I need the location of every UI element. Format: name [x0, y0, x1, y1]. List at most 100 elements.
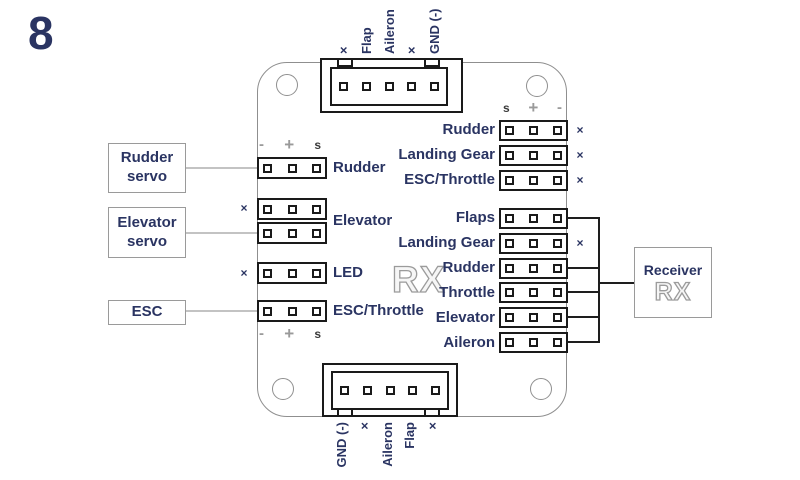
port-label-esc-throttle: ESC/Throttle: [333, 302, 424, 319]
bottom-pin-label: Flap: [402, 422, 417, 449]
pin-square: [505, 214, 514, 223]
wire-rudder: [567, 267, 600, 269]
top-pin-label: Aileron: [382, 9, 397, 54]
receiver-label: Receiver: [643, 261, 703, 278]
pin-square: [408, 386, 418, 395]
port-label-flaps-in: Flaps: [455, 209, 495, 226]
pin-square: [505, 264, 514, 273]
receiver-rx-code: RX: [654, 277, 692, 306]
rudder-servo-box: Rudder servo: [108, 143, 186, 193]
pin-square: [553, 176, 562, 185]
mounting-hole: [272, 378, 294, 400]
left-polarity-marks: - + s: [257, 135, 323, 154]
pin-square: [312, 268, 321, 278]
pin-square: [529, 264, 538, 273]
wire-bus: [598, 217, 600, 343]
receiver-box: Receiver RX: [634, 247, 712, 318]
bottom-pin-label: Aileron: [380, 422, 395, 467]
minus-mark: -: [259, 325, 264, 342]
plus-mark: +: [284, 135, 295, 154]
plus-mark: +: [284, 324, 295, 343]
top-pin-label: ×: [336, 46, 351, 54]
led-port: [257, 262, 327, 284]
pin-square: [553, 126, 562, 135]
bottom-connector: [331, 371, 449, 410]
pin-square: [362, 386, 372, 395]
pin-square: [287, 204, 297, 214]
pin-square: [505, 239, 514, 248]
pin-square: [361, 82, 371, 91]
pin-square: [287, 306, 297, 316]
pin-square: [553, 264, 562, 273]
mounting-hole: [276, 74, 298, 96]
minus-mark: -: [557, 99, 562, 116]
esc-throttle-port: [257, 300, 327, 322]
pin-square: [263, 268, 272, 278]
connector-key-tab: [337, 58, 353, 67]
bottom-pin-label: GND (-): [334, 422, 349, 468]
pin-square: [553, 313, 562, 322]
port-label-landing-gear-in: Landing Gear: [398, 234, 495, 251]
top-pin-label: GND (-): [427, 8, 442, 55]
pin-square: [312, 204, 321, 214]
pin-square: [553, 288, 562, 297]
pin-square: [529, 151, 538, 160]
not-connected-mark: ×: [576, 236, 584, 250]
top-connector: [330, 67, 448, 106]
pin-square: [529, 288, 538, 297]
port-label-rudder-in: Rudder: [442, 259, 496, 276]
not-connected-mark: ×: [240, 266, 248, 280]
pin-square: [312, 228, 321, 238]
pin-square: [529, 338, 538, 347]
pin-square: [263, 306, 272, 316]
pin-square: [339, 82, 348, 91]
esc-label: ESC: [131, 303, 163, 321]
port-label-throttle-in: Throttle: [439, 284, 495, 301]
pin-square: [553, 214, 562, 223]
top-pin-label: ×: [404, 46, 419, 54]
pin-square: [529, 126, 538, 135]
board-rx-silkscreen: RX: [391, 258, 446, 300]
elevator-port-upper: [257, 198, 327, 220]
bottom-pin-label: ×: [357, 422, 372, 430]
not-connected-mark: ×: [576, 148, 584, 162]
elevator-in-port: [499, 307, 568, 328]
aileron-in-port: [499, 332, 568, 353]
port-label-esc-throttle-out: ESC/Throttle: [404, 171, 495, 188]
port-label-aileron-in: Aileron: [443, 334, 495, 351]
not-connected-mark: ×: [240, 201, 248, 215]
not-connected-mark: ×: [576, 173, 584, 187]
mounting-hole: [530, 378, 552, 400]
right-polarity-marks: s + -: [501, 98, 564, 117]
wire-throttle: [567, 291, 600, 293]
pin-square: [505, 151, 514, 160]
landing-gear-out-port: [499, 145, 568, 166]
wire-flaps: [567, 217, 600, 219]
pin-square: [529, 313, 538, 322]
pin-square: [384, 82, 394, 91]
pin-square: [553, 338, 562, 347]
pin-square: [430, 82, 439, 91]
rudder-port: [257, 157, 327, 179]
left-polarity-marks: - + s: [257, 324, 323, 343]
bottom-pin-label: ×: [425, 422, 440, 430]
wire-elevator: [567, 316, 600, 318]
throttle-in-port: [499, 282, 568, 303]
rudder-in-port: [499, 258, 568, 279]
rudder-out-port: [499, 120, 568, 141]
pin-square: [407, 82, 417, 91]
pin-square: [529, 176, 538, 185]
step-number: 8: [28, 7, 54, 59]
flaps-in-port: [499, 208, 568, 229]
plus-mark: +: [528, 98, 539, 117]
pin-square: [263, 228, 272, 238]
pin-square: [263, 163, 272, 173]
pin-square: [287, 268, 297, 278]
wire-rudder-servo: [186, 167, 257, 169]
port-label-elevator-in: Elevator: [435, 309, 495, 326]
esc-box: ESC: [108, 300, 186, 325]
pin-square: [529, 239, 538, 248]
port-label-landing-gear-out: Landing Gear: [398, 146, 495, 163]
pin-square: [263, 204, 272, 214]
